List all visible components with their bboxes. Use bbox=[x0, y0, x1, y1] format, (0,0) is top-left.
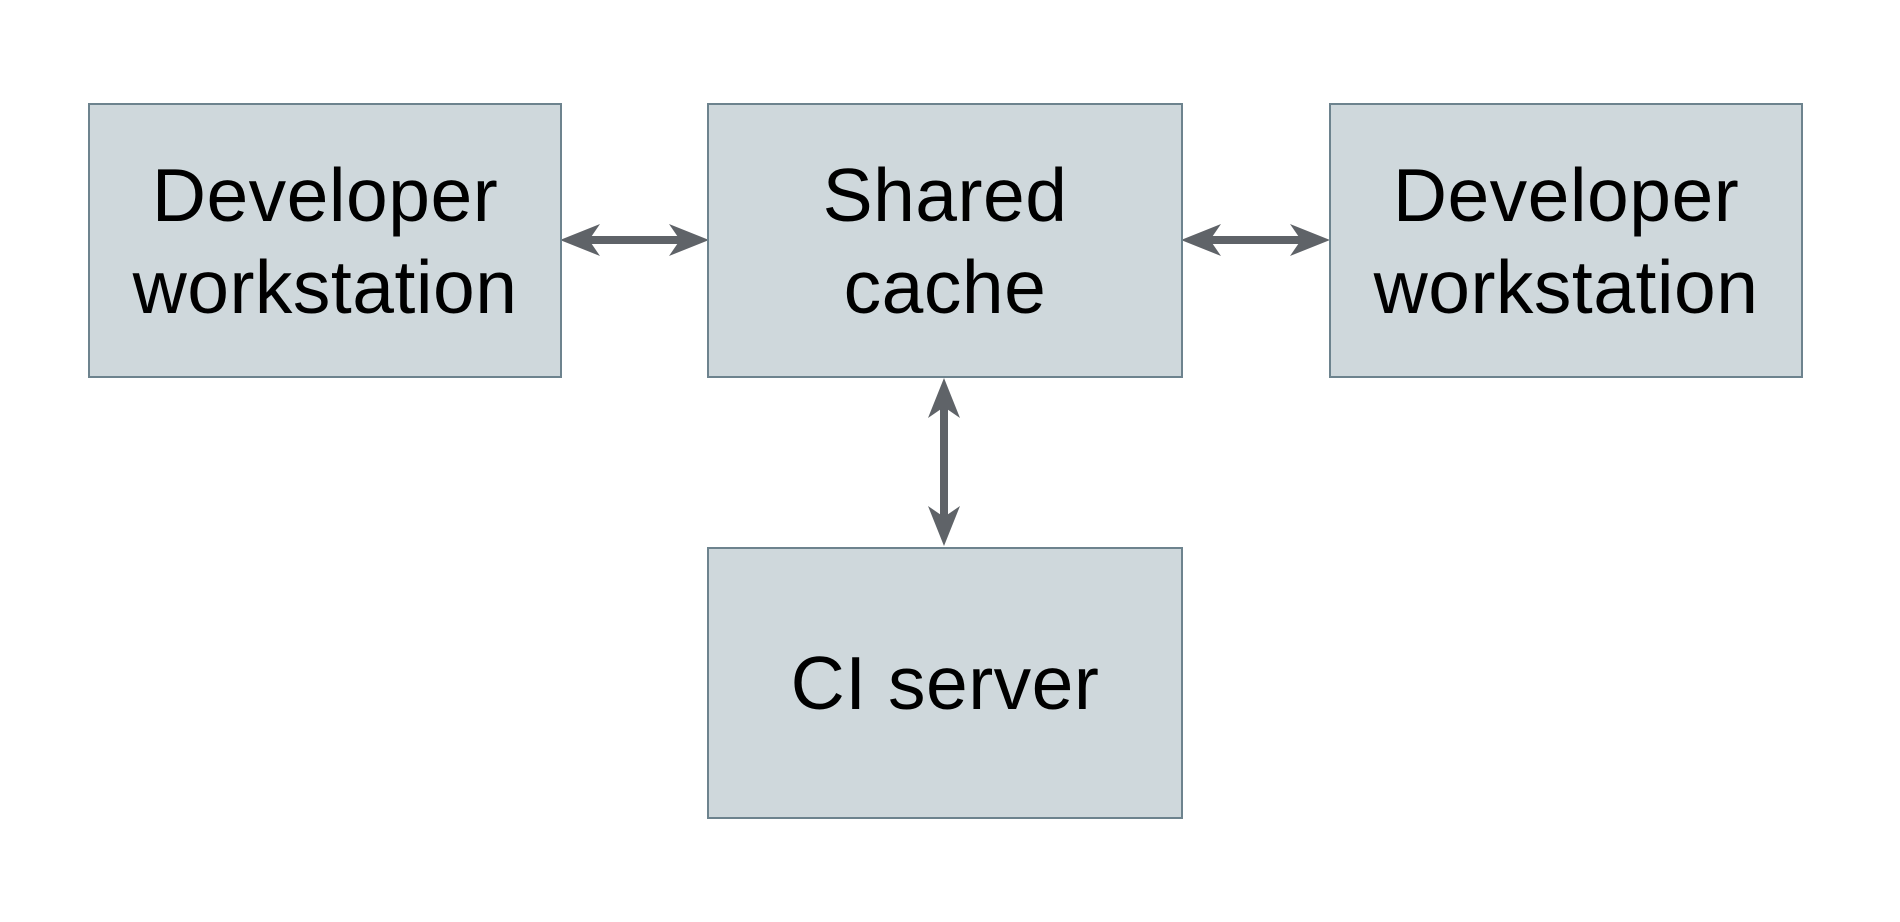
node-label-line: workstation bbox=[132, 244, 518, 329]
node-developer-workstation-left: Developer workstation bbox=[88, 103, 562, 378]
node-developer-workstation-right: Developer workstation bbox=[1329, 103, 1803, 378]
arrow-cache-devright bbox=[1181, 224, 1330, 256]
arrow-cache-ciserver bbox=[928, 378, 960, 546]
node-label-line: workstation bbox=[1373, 244, 1759, 329]
arrowhead-right-icon bbox=[669, 224, 709, 256]
arrowhead-up-icon bbox=[928, 378, 960, 418]
node-ci-server: CI server bbox=[707, 547, 1183, 819]
arrowhead-left-icon bbox=[1181, 224, 1221, 256]
node-label-line: Shared bbox=[822, 152, 1068, 237]
arrowhead-right-icon bbox=[1290, 224, 1330, 256]
node-shared-cache: Shared cache bbox=[707, 103, 1183, 378]
node-label-line: CI server bbox=[790, 641, 1100, 725]
node-label-line: cache bbox=[843, 244, 1047, 329]
arrow-devleft-cache bbox=[560, 224, 709, 256]
node-label-line: Developer bbox=[1392, 152, 1740, 237]
arrowhead-left-icon bbox=[560, 224, 600, 256]
node-label-line: Developer bbox=[151, 152, 499, 237]
arrowhead-down-icon bbox=[928, 506, 960, 546]
